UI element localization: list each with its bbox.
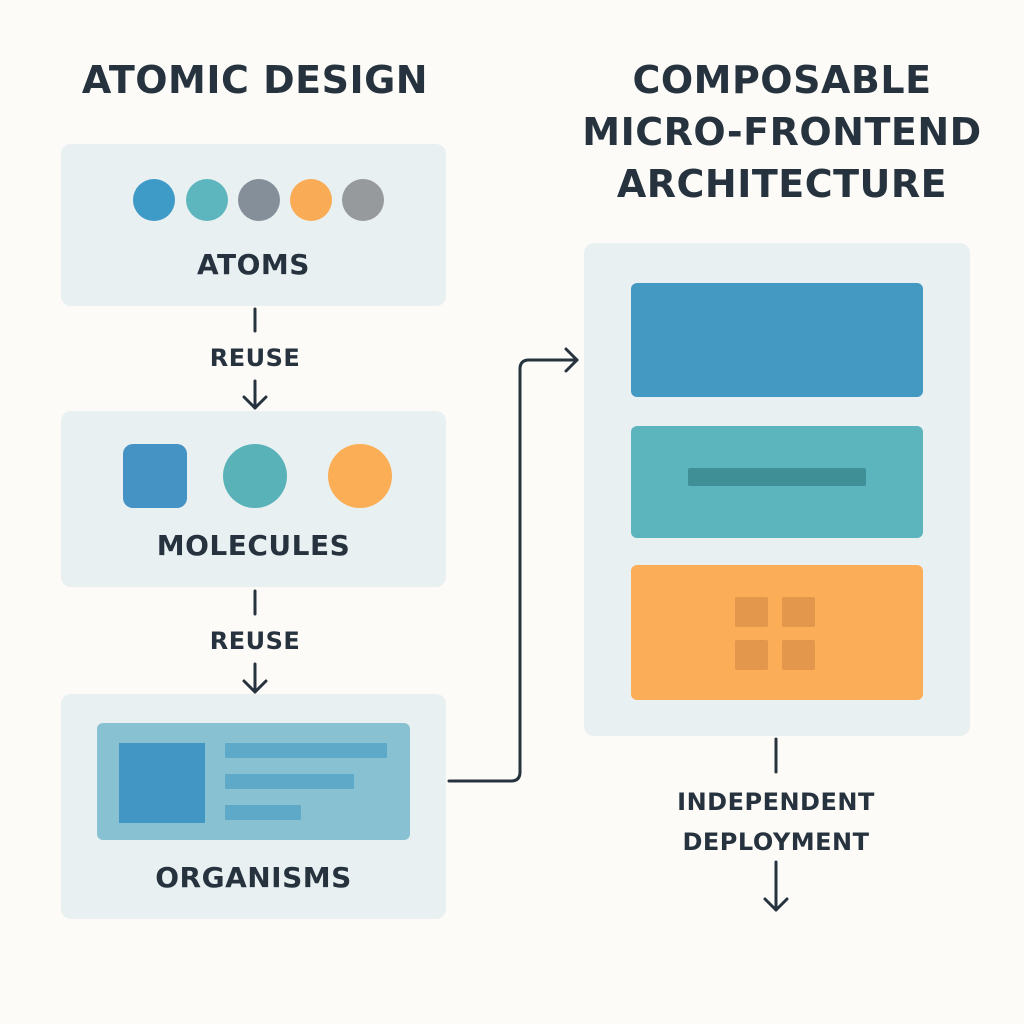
micro-frontend-block-header (631, 283, 923, 397)
atom-dot (133, 179, 175, 221)
card-text-line (225, 774, 354, 789)
grid-tile-icon (782, 640, 815, 670)
atoms-label: ATOMS (197, 248, 310, 281)
grid-tile-icon (735, 640, 768, 670)
independent-deployment-label: INDEPENDENT DEPLOYMENT (640, 782, 912, 862)
arrow-right-icon (564, 347, 579, 373)
micro-frontend-panel (584, 243, 970, 736)
atom-dot (186, 179, 228, 221)
rounded-square-icon (123, 444, 187, 508)
content-bar (688, 468, 866, 486)
reuse-label: REUSE (209, 627, 301, 655)
title-line: COMPOSABLE (632, 58, 932, 102)
organism-card (97, 723, 410, 840)
organisms-label: ORGANISMS (155, 861, 352, 894)
circle-icon (328, 444, 392, 508)
molecules-panel: MOLECULES (61, 411, 446, 587)
connector-line (447, 358, 579, 783)
molecules-label: MOLECULES (156, 529, 351, 562)
atomic-design-title: ATOMIC DESIGN (81, 58, 429, 102)
title-line: ARCHITECTURE (616, 162, 948, 206)
micro-frontend-title: COMPOSABLE MICRO-FRONTEND ARCHITECTURE (560, 54, 1004, 210)
deployment-line: INDEPENDENT (677, 788, 875, 816)
arrow-down-icon (242, 395, 268, 410)
atoms-panel: ATOMS (61, 144, 446, 306)
card-text-line (225, 743, 387, 758)
atom-dot (290, 179, 332, 221)
grid-tile-icon (735, 597, 768, 627)
deployment-line: DEPLOYMENT (682, 828, 870, 856)
title-line: MICRO-FRONTEND (582, 110, 982, 154)
card-text-line (225, 805, 301, 820)
micro-frontend-block-content (631, 426, 923, 538)
atom-dot (342, 179, 384, 221)
micro-frontend-block-grid (631, 565, 923, 700)
atom-dot (238, 179, 280, 221)
reuse-label: REUSE (209, 344, 301, 372)
circle-icon (223, 444, 287, 508)
card-image-icon (119, 743, 205, 823)
organisms-panel: ORGANISMS (61, 694, 446, 919)
arrow-down-icon (242, 679, 268, 694)
grid-tile-icon (782, 597, 815, 627)
arrow-down-icon (763, 897, 789, 912)
